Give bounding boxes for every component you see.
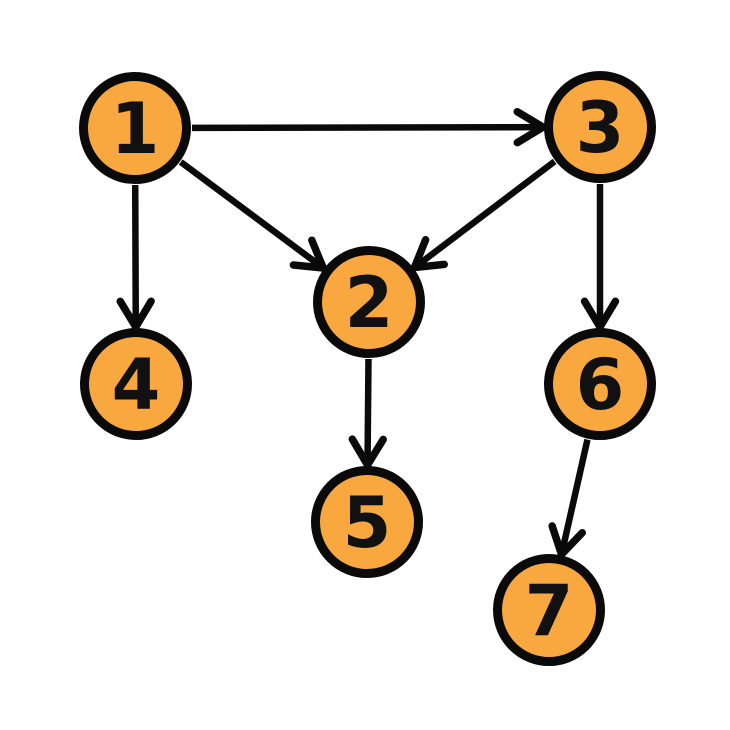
edge-6-7 [548, 438, 591, 559]
node-3: 3 [544, 71, 656, 183]
arrowhead-barb [116, 297, 140, 331]
node-circle [544, 328, 656, 440]
node-label: 7 [525, 570, 574, 652]
node-label: 4 [112, 344, 161, 426]
edge-2-5 [348, 358, 387, 469]
node-circle [544, 71, 656, 183]
node-5: 5 [311, 466, 423, 578]
arrowhead-barb [548, 522, 566, 559]
edge-line [558, 438, 591, 556]
node-label: 3 [576, 87, 625, 169]
arrowhead-barb [557, 528, 587, 559]
edge-line [412, 158, 557, 271]
node-label: 6 [576, 344, 625, 426]
node-2: 2 [313, 246, 425, 358]
node-7: 7 [493, 554, 605, 666]
arrowhead-barb [596, 297, 620, 331]
arrowhead-barb [132, 297, 155, 331]
edge-1-2 [178, 159, 328, 272]
node-label: 1 [111, 88, 160, 170]
arrowhead-barb [363, 435, 387, 469]
node-circle [80, 328, 192, 440]
node-circle [79, 72, 191, 184]
node-4: 4 [80, 328, 192, 440]
arrowhead-barb [308, 236, 328, 272]
node-6: 6 [544, 328, 656, 440]
node-label: 2 [345, 262, 394, 344]
edge-3-2 [410, 158, 557, 272]
arrowhead-barb [513, 107, 547, 131]
node-circle [313, 246, 425, 358]
edge-1-4 [116, 184, 155, 331]
arrowhead-barb [410, 260, 449, 272]
edges-layer [116, 107, 620, 559]
node-circle [493, 554, 605, 666]
node-label: 5 [343, 482, 392, 564]
arrowhead-barb [348, 435, 372, 469]
edge-line [178, 159, 326, 271]
node-circle [311, 466, 423, 578]
arrowhead-barb [513, 123, 547, 147]
node-1: 1 [79, 72, 191, 184]
edge-1-3 [191, 107, 547, 147]
arrowhead-barb [289, 261, 328, 272]
edge-line [131, 184, 140, 328]
edge-3-6 [580, 184, 620, 331]
arrowhead-barb [410, 235, 430, 272]
edge-line [364, 358, 372, 466]
edge-line [191, 123, 544, 132]
arrowhead-barb [580, 297, 604, 331]
nodes-layer: 1 2 3 4 5 6 7 [79, 71, 656, 666]
